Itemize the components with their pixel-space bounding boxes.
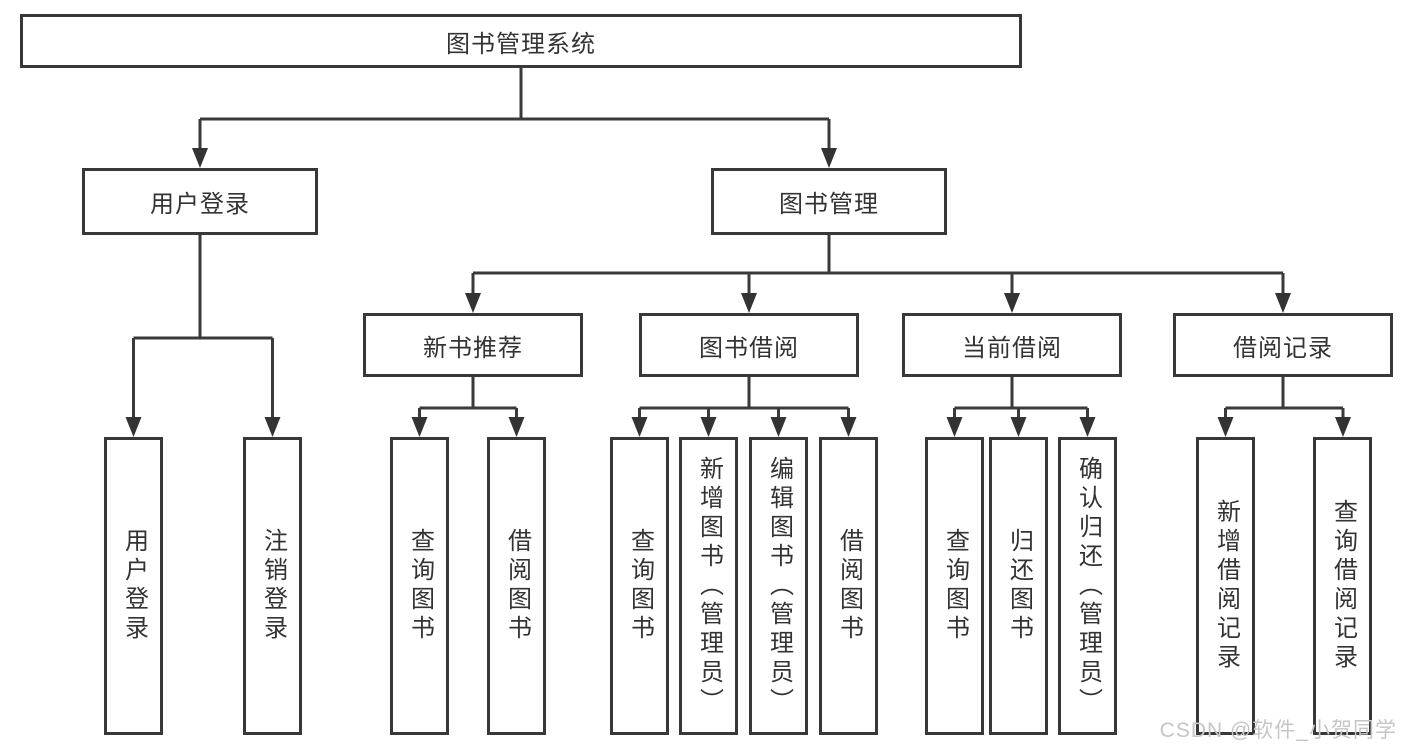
leaf-label: 查询图书 (626, 528, 654, 644)
leaf-label: 查询借阅记录 (1329, 499, 1357, 673)
node-label: 用户登录 (150, 191, 250, 218)
node-book-management: 图书管理 (711, 168, 947, 235)
csdn-watermark: CSDN @软件_小贺同学 (1159, 719, 1397, 742)
leaf-confirm-return-admin: 确认归还（管理员） (1058, 437, 1117, 735)
node-borrowing-records: 借阅记录 (1173, 313, 1393, 377)
node-user-login: 用户登录 (82, 168, 318, 235)
leaf-label: 编辑图书（管理员） (765, 455, 793, 717)
node-book-borrowing: 图书借阅 (639, 313, 859, 377)
leaf-label: 归还图书 (1005, 528, 1033, 644)
leaf-label: 查询图书 (406, 528, 434, 644)
leaf-add-borrow-record: 新增借阅记录 (1196, 437, 1255, 735)
leaf-add-books-admin: 新增图书（管理员） (679, 437, 738, 735)
node-label: 图书管理 (779, 191, 879, 218)
leaf-user-login: 用户登录 (104, 437, 163, 735)
leaf-query-books-borrowing: 查询图书 (610, 437, 669, 735)
leaf-label: 新增图书（管理员） (695, 455, 723, 717)
leaf-label: 查询图书 (941, 528, 969, 644)
leaf-return-books: 归还图书 (989, 437, 1048, 735)
leaf-label: 借阅图书 (503, 528, 531, 644)
node-new-book-recommendation: 新书推荐 (363, 313, 583, 377)
node-current-borrowing: 当前借阅 (902, 313, 1122, 377)
leaf-borrow-books-recommend: 借阅图书 (487, 437, 546, 735)
leaf-borrow-books: 借阅图书 (819, 437, 878, 735)
leaf-label: 注销登录 (259, 528, 287, 644)
node-library-management-system: 图书管理系统 (20, 14, 1022, 68)
leaf-label: 新增借阅记录 (1212, 499, 1240, 673)
leaf-query-books-current: 查询图书 (925, 437, 984, 735)
node-label: 图书借阅 (699, 334, 799, 362)
leaf-edit-books-admin: 编辑图书（管理员） (749, 437, 808, 735)
node-label: 借阅记录 (1233, 334, 1333, 362)
leaf-label: 确认归还（管理员） (1074, 455, 1102, 717)
node-label: 新书推荐 (423, 334, 523, 362)
leaf-label: 用户登录 (120, 528, 148, 644)
tree-edges (132, 68, 1345, 433)
node-label: 图书管理系统 (446, 30, 596, 58)
leaf-query-books-recommend: 查询图书 (390, 437, 449, 735)
node-label: 当前借阅 (962, 334, 1062, 362)
leaf-logout: 注销登录 (243, 437, 302, 735)
leaf-label: 借阅图书 (835, 528, 863, 644)
leaf-query-borrow-record: 查询借阅记录 (1313, 437, 1372, 735)
